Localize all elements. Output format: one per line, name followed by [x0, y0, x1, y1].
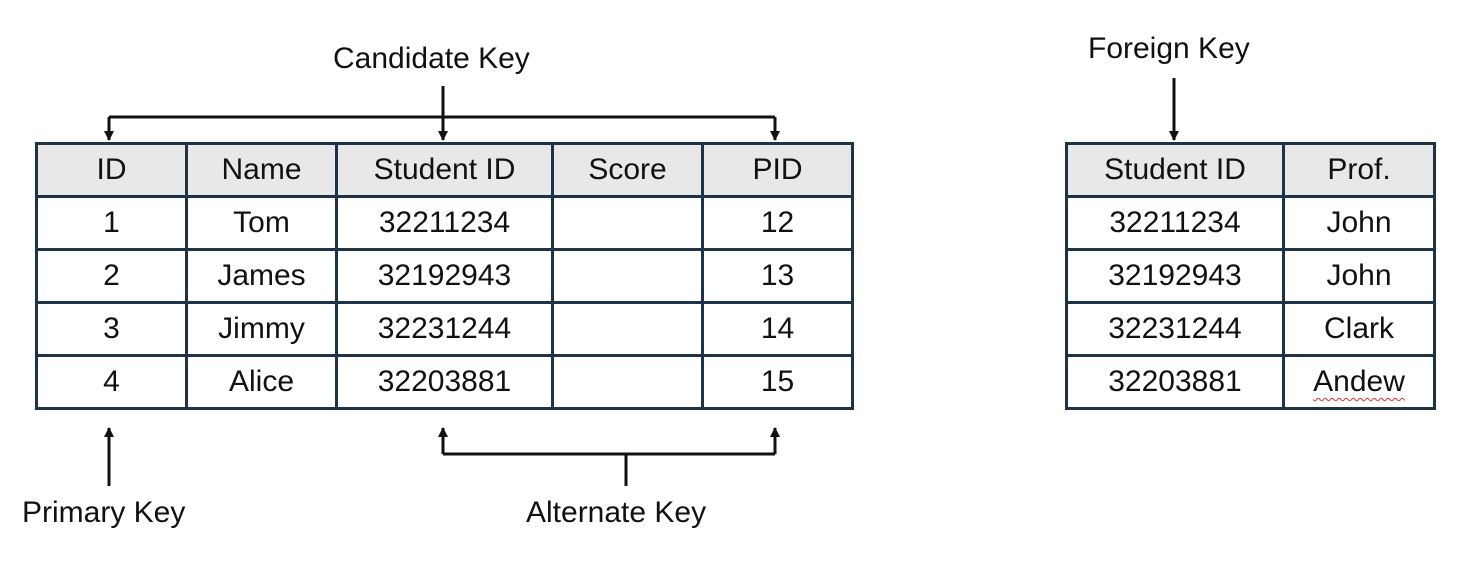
table-row: 32192943 John [1065, 248, 1436, 304]
cell-name: Alice [185, 354, 338, 410]
cell-prof: Clark [1282, 301, 1436, 357]
cell-name: Jimmy [185, 301, 338, 357]
table-row: 32211234 John [1065, 195, 1436, 251]
cell-student-id: 32231244 [335, 301, 554, 357]
cell-id: 2 [35, 248, 188, 304]
cell-pid: 14 [701, 301, 854, 357]
cell-pid: 12 [701, 195, 854, 251]
misspelled-word: Andew [1313, 365, 1405, 398]
cell-student-id: 32231244 [1065, 301, 1285, 357]
table-row: 32203881 Andew [1065, 354, 1436, 410]
alternate-key-bracket [438, 427, 780, 486]
cell-score [551, 301, 704, 357]
cell-pid: 15 [701, 354, 854, 410]
column-header-student-id: Student ID [1065, 142, 1285, 198]
candidate-key-label: Candidate Key [333, 42, 530, 75]
column-header-score: Score [551, 142, 704, 198]
column-header-name: Name [185, 142, 338, 198]
cell-score [551, 354, 704, 410]
cell-name: James [185, 248, 338, 304]
cell-pid: 13 [701, 248, 854, 304]
cell-prof: Andew [1282, 354, 1436, 410]
column-header-pid: PID [701, 142, 854, 198]
table-header-row: Student ID Prof. [1065, 142, 1436, 198]
cell-student-id: 32203881 [335, 354, 554, 410]
table-header-row: ID Name Student ID Score PID [35, 142, 854, 198]
primary-key-label: Primary Key [22, 496, 186, 529]
cell-id: 1 [35, 195, 188, 251]
table-row: 2 James 32192943 13 [35, 248, 854, 304]
cell-student-id: 32203881 [1065, 354, 1285, 410]
students-table: ID Name Student ID Score PID 1 Tom 32211… [35, 142, 854, 410]
column-header-id: ID [35, 142, 188, 198]
cell-student-id: 32211234 [335, 195, 554, 251]
cell-name: Tom [185, 195, 338, 251]
cell-score [551, 248, 704, 304]
cell-student-id: 32192943 [1065, 248, 1285, 304]
cell-score [551, 195, 704, 251]
table-row: 32231244 Clark [1065, 301, 1436, 357]
table-row: 3 Jimmy 32231244 14 [35, 301, 854, 357]
professor-table: Student ID Prof. 32211234 John 32192943 … [1065, 142, 1436, 410]
cell-id: 3 [35, 301, 188, 357]
table-row: 4 Alice 32203881 15 [35, 354, 854, 410]
cell-prof: John [1282, 195, 1436, 251]
cell-student-id: 32211234 [1065, 195, 1285, 251]
cell-id: 4 [35, 354, 188, 410]
alternate-key-label: Alternate Key [526, 496, 707, 529]
column-header-prof: Prof. [1282, 142, 1436, 198]
table-row: 1 Tom 32211234 12 [35, 195, 854, 251]
candidate-key-bracket [104, 86, 780, 141]
cell-student-id: 32192943 [335, 248, 554, 304]
cell-prof: John [1282, 248, 1436, 304]
column-header-student-id: Student ID [335, 142, 554, 198]
foreign-key-label: Foreign Key [1088, 32, 1250, 65]
